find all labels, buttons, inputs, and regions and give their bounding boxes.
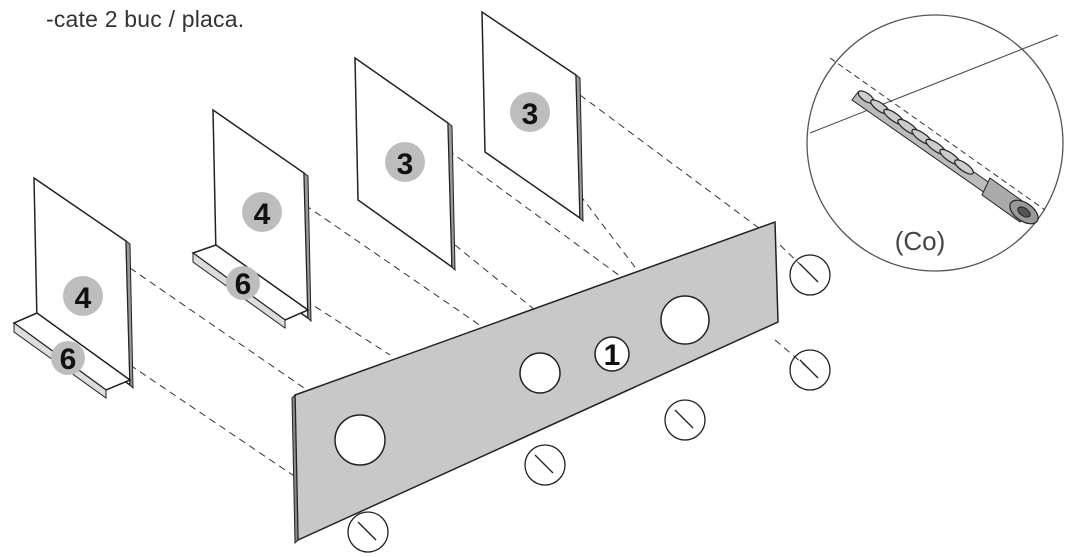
screw-markers [347,254,831,553]
label-4-far-left: 4 [75,282,92,315]
instruction-caption: -cate 2 buc / placa. [46,6,245,32]
hole-circle [519,352,561,394]
screw-label: (Co) [895,226,946,256]
label-3-mid: 3 [397,148,414,181]
panel-1: 1 [291,220,779,545]
screw-icon [851,90,1039,225]
screw-detail: (Co) [806,14,1064,272]
hole-circle [660,295,710,345]
label-1: 1 [604,339,621,372]
label-3-back: 3 [522,98,539,131]
label-6-front: 6 [60,343,77,376]
label-4-front: 4 [254,198,271,231]
divider-4-front: 4 6 [191,108,312,329]
divider-3-mid: 3 [354,56,456,272]
hole-circle [334,414,386,466]
divider-3-back: 3 [481,10,584,223]
label-badge [594,336,630,372]
label-6-back: 6 [235,268,252,301]
divider-4-far-left: 4 6 [12,176,134,399]
